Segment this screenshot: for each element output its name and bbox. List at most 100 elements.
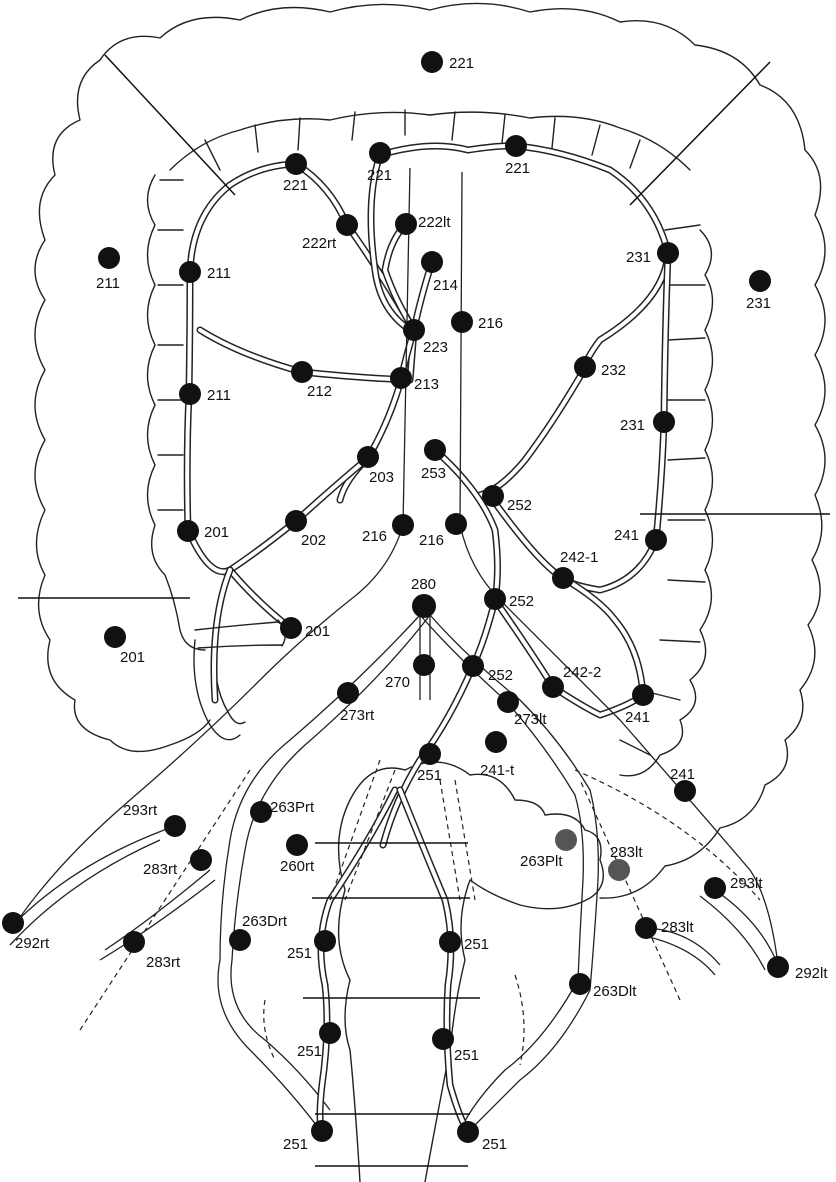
node-dot [311, 1120, 333, 1142]
node-label: 242-1 [560, 549, 598, 566]
lymph-node: 223 [403, 319, 448, 356]
node-label: 214 [433, 277, 458, 294]
lymph-node: 242-2 [542, 664, 601, 698]
lymph-node: 231 [746, 270, 771, 312]
node-dot [482, 485, 504, 507]
node-dot [179, 383, 201, 405]
lymph-node: 214 [421, 251, 458, 294]
node-label: 201 [305, 623, 330, 640]
lymph-node: 263Plt [520, 829, 577, 870]
node-dot [542, 676, 564, 698]
lymph-node: 251 [417, 743, 442, 784]
node-label: 283lt [661, 919, 694, 936]
lymph-node: 241 [670, 766, 696, 802]
node-dot [357, 446, 379, 468]
node-dot [632, 684, 654, 706]
node-dot [319, 1022, 341, 1044]
node-dot [497, 691, 519, 713]
node-dot [657, 242, 679, 264]
node-label: 263Plt [520, 853, 563, 870]
lymph-node: 221 [283, 153, 308, 194]
node-dot [413, 654, 435, 676]
lymph-node: 253 [421, 439, 446, 482]
node-label: 231 [746, 295, 771, 312]
node-label: 203 [369, 469, 394, 486]
lymph-node: 251 [432, 1028, 479, 1064]
lymph-node: 292rt [2, 912, 50, 952]
node-dot [390, 367, 412, 389]
node-label: 283rt [143, 861, 178, 878]
node-dot [424, 439, 446, 461]
node-dot [177, 520, 199, 542]
lymph-node: 251 [287, 930, 336, 962]
node-dot [462, 655, 484, 677]
node-label: 251 [482, 1136, 507, 1153]
lymph-node: 292lt [767, 956, 828, 982]
node-dot [704, 877, 726, 899]
lymph-node: 263Dlt [569, 973, 637, 1000]
lymph-node: 213 [390, 367, 439, 393]
node-label: 273rt [340, 707, 375, 724]
node-label: 242-2 [563, 664, 601, 681]
cut-lines [18, 54, 830, 1167]
node-dot [285, 510, 307, 532]
lymph-node: 241 [614, 527, 667, 551]
lymph-node: 280 [411, 576, 436, 618]
lymph-node: 201 [280, 617, 330, 640]
lymph-node: 232 [574, 356, 626, 379]
node-label: 252 [488, 667, 513, 684]
node-label: 216 [419, 532, 444, 549]
lymph-node: 202 [285, 510, 326, 549]
lymph-node: 293rt [123, 802, 186, 837]
lymph-node: 273rt [337, 682, 375, 724]
node-dot [552, 567, 574, 589]
node-label: 221 [283, 177, 308, 194]
lymph-node: 216 [451, 311, 503, 333]
node-dot [369, 142, 391, 164]
lymph-node: 231 [626, 242, 679, 266]
node-label: 221 [505, 160, 530, 177]
node-label: 211 [207, 387, 231, 404]
lymph-node: 201 [104, 626, 145, 666]
node-dot [285, 153, 307, 175]
node-label: 252 [509, 593, 534, 610]
lymph-node: 201 [177, 520, 229, 542]
node-label: 212 [307, 383, 332, 400]
node-dot [164, 815, 186, 837]
lymph-node: 270 [385, 654, 435, 691]
lymph-node: 263Prt [250, 799, 315, 823]
node-label: 223 [423, 339, 448, 356]
node-dot [674, 780, 696, 802]
node-dot [569, 973, 591, 995]
node-dot [2, 912, 24, 934]
node-label: 241 [625, 709, 650, 726]
node-dot [421, 251, 443, 273]
node-dot [291, 361, 313, 383]
node-dot [250, 801, 272, 823]
node-label: 231 [626, 249, 651, 266]
lymph-node: 283lt [608, 844, 643, 881]
node-dot [439, 931, 461, 953]
node-dot [432, 1028, 454, 1050]
node-label: 216 [478, 315, 503, 332]
node-dot [123, 931, 145, 953]
node-label: 251 [287, 945, 312, 962]
node-label: 232 [601, 362, 626, 379]
node-dot [457, 1121, 479, 1143]
node-label: 216 [362, 528, 387, 545]
node-label: 252 [507, 497, 532, 514]
node-label: 202 [301, 532, 326, 549]
node-label: 221 [367, 167, 392, 184]
node-dot [767, 956, 789, 978]
lymph-nodes: 221 221 221 221 222rt 222lt 211 211 211 … [2, 51, 828, 1153]
lymph-node: 216 [419, 513, 467, 549]
node-dot [392, 514, 414, 536]
node-dot [403, 319, 425, 341]
node-dot [190, 849, 212, 871]
lymph-node: 222rt [302, 214, 358, 252]
node-dot [505, 135, 527, 157]
node-dot [653, 411, 675, 433]
node-dot [645, 529, 667, 551]
node-label: 221 [449, 55, 474, 72]
